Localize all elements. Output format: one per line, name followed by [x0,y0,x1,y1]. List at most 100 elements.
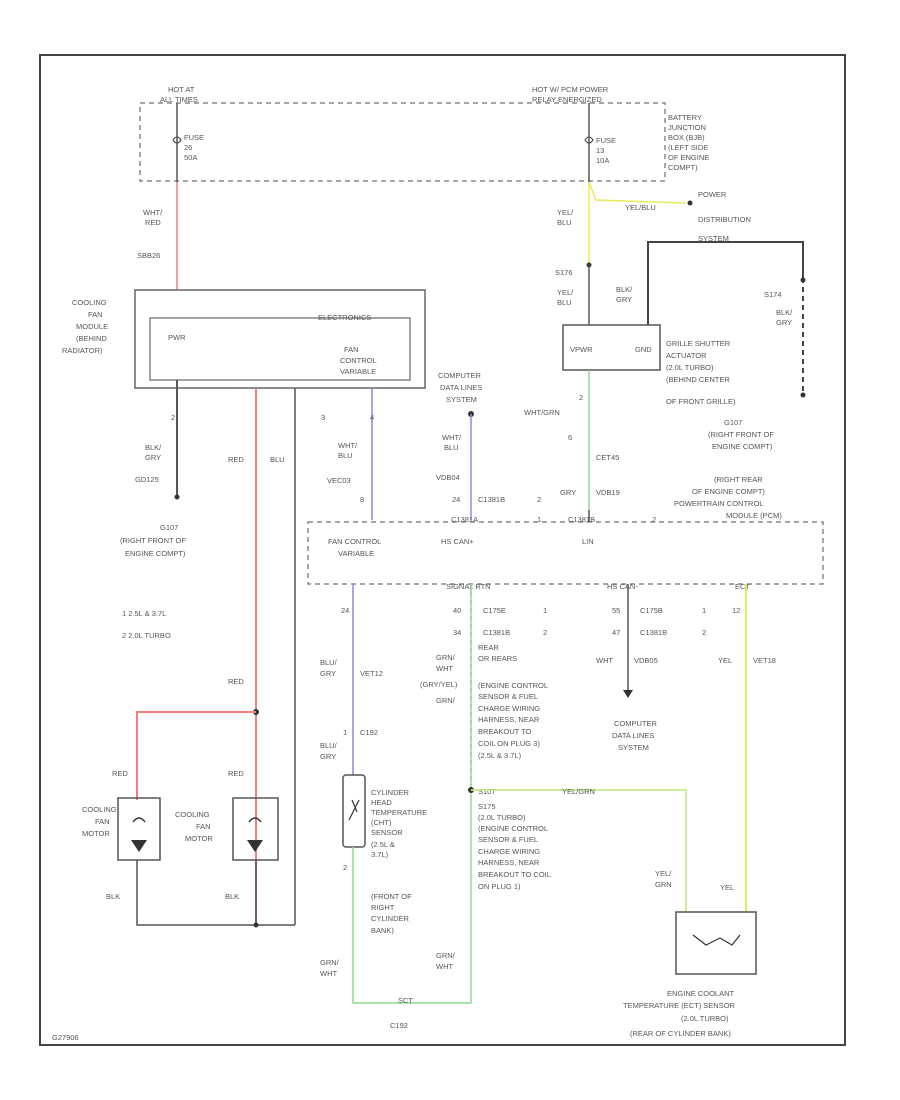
pcm-n1c: 1 [702,606,706,615]
grille-gnd: GND [635,345,652,354]
pcm-n2d: 2 [652,515,656,524]
pcm-hs-can-plus: HS CAN+ [441,537,474,546]
fuse-left-label-3: 50A [184,153,197,162]
pcm-n1b: 1 [543,606,547,615]
fan-control-label-1: FAN [344,345,359,354]
pdist-label-1: POWER [698,190,727,199]
note-1: 1 2.5L & 3.7L [122,609,166,618]
pcm-c1381b-3: C1381B [640,628,667,637]
red-label-left-motor: RED [112,769,128,778]
note-2: 2 2.0L TURBO [122,631,171,640]
svg-text:CYLINDER: CYLINDER [371,914,410,923]
blkgry-grille-label-1: BLK/ [616,285,633,294]
wire-red-left-motor [136,711,256,800]
svg-text:GRILLE SHUTTER: GRILLE SHUTTER [666,339,731,348]
svg-text:OF ENGINE: OF ENGINE [668,153,709,162]
pcm-c175e: C175E [483,606,506,615]
blu-label: BLU [270,455,285,464]
red-label-2: RED [228,677,244,686]
svg-text:COOLING: COOLING [82,805,117,814]
hot-pcm-relay-label-1: HOT W/ PCM POWER [532,85,609,94]
svg-text:SYSTEM: SYSTEM [446,395,477,404]
svg-text:TEMPERATURE: TEMPERATURE [371,808,427,817]
whtblu-fan-label-1: WHT/ [338,441,358,450]
grille-shutter-label: GRILLE SHUTTER ACTUATOR (2.0L TURBO) (BE… [666,339,736,406]
wire-yelblu-label-1: YEL/ [557,208,574,217]
svg-text:(RIGHT REAR: (RIGHT REAR [714,475,763,484]
motor-right-diode [247,840,263,852]
pcm-box [307,521,824,585]
cht-wire-label-2: GRY [320,669,336,678]
grille-vpwr: VPWR [570,345,593,354]
g107-right-label-3: ENGINE COMPT) [712,442,773,451]
pcm-p24: 24 [452,495,460,504]
gd125-label: GD125 [135,475,159,484]
sct-label: SCT [398,996,413,1005]
g107-left-label-3: ENGINE COMPT) [125,549,186,558]
pcm-hs-can-minus: HS CAN- [607,582,638,591]
vet12-label: VET12 [360,669,383,678]
svg-text:HARNESS, NEAR: HARNESS, NEAR [478,858,540,867]
grille-ground-wire [647,241,804,325]
grnwht2-label-1: GRN/ [436,951,456,960]
cooling-fan-motor-left [117,797,161,861]
fan-pin8: 8 [360,495,364,504]
svg-text:BANK): BANK) [371,926,394,935]
grille-whtgrn: WHT/GRN [524,408,560,417]
svg-text:RADIATOR): RADIATOR) [62,346,103,355]
ect-sensor-symbol [692,934,741,946]
blkgry-left-label-2: GRY [145,453,161,462]
grnwht-label-2: WHT [320,969,337,978]
svg-text:OF FRONT GRILLE): OF FRONT GRILLE) [666,397,736,406]
pcm-label: (RIGHT REAR OF ENGINE COMPT) POWERTRAIN … [674,475,782,520]
svg-text:(ENGINE CONTROL: (ENGINE CONTROL [478,824,548,833]
fuse-right-label-3: 10A [596,156,609,165]
svg-text:3.7L): 3.7L) [371,850,389,859]
s107-label: S107 [478,787,496,796]
cht-wire-label-1: BLU/ [320,658,338,667]
cht-pin24: 24 [341,606,349,615]
pcm-ect: ECT [735,582,750,591]
cht-sensor-symbol [348,799,360,821]
g107-left-node [174,494,180,500]
red-label-1: RED [228,455,244,464]
pcm-n2c: 2 [702,628,706,637]
fuse-right-symbol [584,136,594,144]
svg-text:OF ENGINE COMPT): OF ENGINE COMPT) [692,487,765,496]
svg-text:WHT: WHT [436,664,453,673]
fuse-left-label-2: 26 [184,143,192,152]
svg-text:COOLING: COOLING [72,298,107,307]
svg-text:FAN: FAN [196,822,211,831]
s174-node [800,277,806,283]
grille-shutter-actuator-box [562,324,661,371]
blkgry-right-label-1: BLK/ [776,308,793,317]
harness-label-1: (ENGINE CONTROL SENSOR & FUEL CHARGE WIR… [478,681,548,760]
electronics-label: ELECTRONICS [318,313,371,322]
svg-text:FAN: FAN [88,310,103,319]
motor-ground-node [253,922,259,928]
pwr-label: PWR [168,333,186,342]
computer-data-lines-top-label: COMPUTER DATA LINES SYSTEM [438,371,482,404]
cht-pin1: 1 [343,728,347,737]
vdb04-label: VDB04 [436,473,460,482]
svg-text:(FRONT OF: (FRONT OF [371,892,412,901]
s174-label: S174 [764,290,782,299]
svg-text:MOTOR: MOTOR [82,829,110,838]
svg-text:SENSOR: SENSOR [371,828,403,837]
pcm-p55: 55 [612,606,620,615]
svg-text:(2.0L TURBO): (2.0L TURBO) [681,1014,729,1023]
motor-left-symbol [132,817,146,823]
pcm-p12: 12 [732,606,740,615]
pcm-c175b: C175B [640,606,663,615]
svg-text:SYSTEM: SYSTEM [618,743,649,752]
pdist-wire-label: YEL/BLU [625,203,656,212]
svg-text:DATA LINES: DATA LINES [440,383,482,392]
cht-c192: C192 [360,728,378,737]
grnwht-label-1: GRN/ [320,958,340,967]
wire-whtred-label-1: WHT/ [143,208,163,217]
circuit-sbb26: SBB26 [137,251,160,260]
g107-right-node [800,392,806,398]
s176-label: S176 [555,268,573,277]
svg-text:ENGINE COOLANT: ENGINE COOLANT [667,989,735,998]
